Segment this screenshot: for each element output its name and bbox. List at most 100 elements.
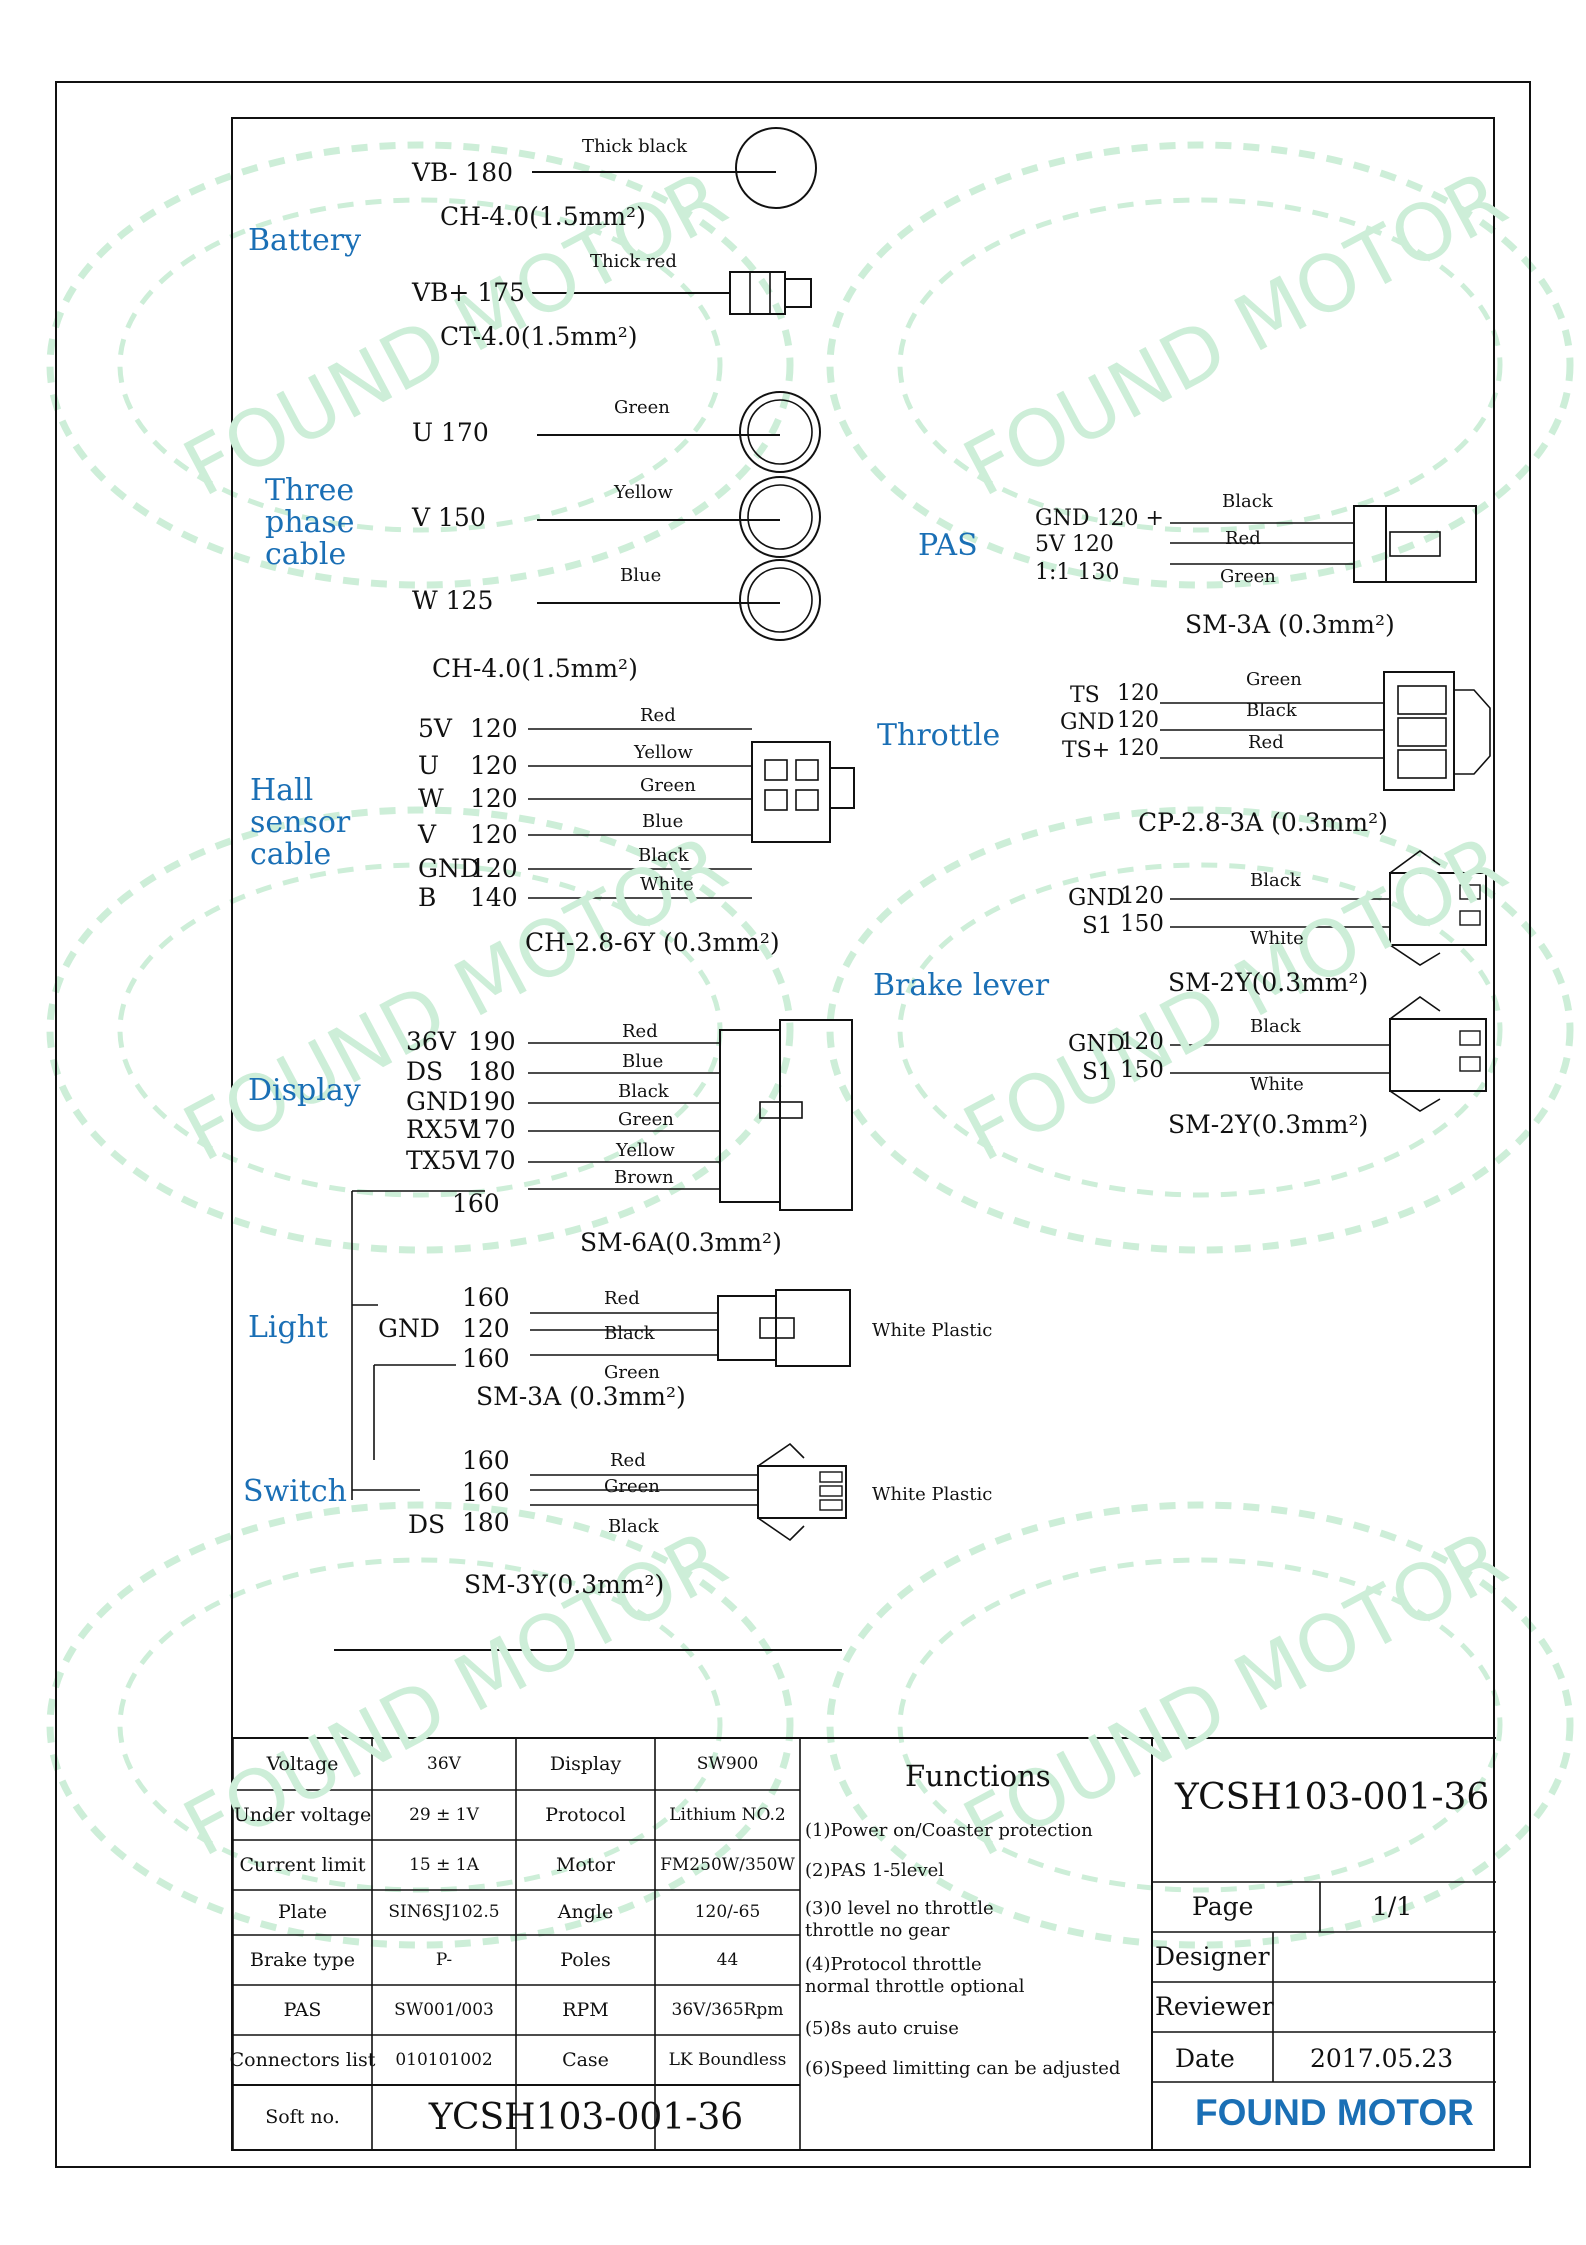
brake-connector-clip bbox=[1389, 996, 1441, 1020]
display-wire-name: DS bbox=[406, 1057, 444, 1086]
throttle-wire-color: Green bbox=[1246, 669, 1302, 690]
phase-u-ring bbox=[739, 391, 821, 473]
watermark-ring bbox=[826, 1501, 1574, 1949]
spec-table-cell: FM250W/350W bbox=[660, 1854, 795, 1875]
hall-wire-color: Blue bbox=[642, 811, 684, 832]
spec-table-cell: Connectors list bbox=[229, 2048, 376, 2071]
spec-table-cell: Poles bbox=[560, 1948, 611, 1971]
company-logo: FOUND MOTOR bbox=[1195, 2092, 1474, 2133]
display-wire-color: Blue bbox=[622, 1051, 664, 1072]
watermark-ring bbox=[826, 806, 1574, 1254]
page-label: Page bbox=[1192, 1892, 1254, 1921]
hall-wire-name: B bbox=[418, 883, 437, 912]
battery-pos-plug bbox=[784, 278, 812, 308]
spec-table-cell: 29 ± 1V bbox=[409, 1804, 479, 1825]
light-connector-body bbox=[775, 1289, 851, 1367]
display-wire-length: 190 bbox=[468, 1027, 516, 1056]
pas-connector-body bbox=[1385, 505, 1477, 583]
pas-connector bbox=[1353, 505, 1387, 583]
throttle-wire-name: GND bbox=[1060, 710, 1115, 735]
soft-no-value: YCSH103-001-36 bbox=[428, 2096, 744, 2138]
hall-pin bbox=[764, 759, 788, 781]
inner-border bbox=[231, 117, 1495, 2151]
display-wire-length: 190 bbox=[468, 1087, 516, 1116]
switch-spec: SM-3Y(0.3mm²) bbox=[464, 1570, 665, 1599]
watermark-ring bbox=[117, 197, 723, 533]
watermark-ring bbox=[897, 1557, 1503, 1893]
display-wire-length: 170 bbox=[468, 1146, 516, 1175]
light-wire-color: Red bbox=[604, 1288, 640, 1309]
throttle-pin bbox=[1397, 749, 1447, 779]
throttle-wire-length: 120 bbox=[1117, 708, 1159, 733]
battery-pos-label: VB+ 175 bbox=[412, 278, 526, 307]
watermark-ring bbox=[46, 141, 794, 589]
brake-wire-name: S1 bbox=[1082, 1059, 1113, 1085]
hall-wire-length: 120 bbox=[470, 820, 518, 849]
hall-wire-color: Red bbox=[640, 705, 676, 726]
spec-table-cell: 15 ± 1A bbox=[409, 1854, 479, 1875]
display-wire-color: Yellow bbox=[616, 1140, 675, 1161]
functions-title: Functions bbox=[905, 1759, 1051, 1793]
spec-table-cell: P- bbox=[435, 1949, 453, 1970]
switch-wire-color: Green bbox=[604, 1476, 660, 1497]
date-value: 2017.05.23 bbox=[1310, 2044, 1454, 2073]
brake-wire-length: 120 bbox=[1120, 1029, 1164, 1055]
display-connector bbox=[719, 1029, 781, 1203]
page-value: 1/1 bbox=[1372, 1892, 1413, 1921]
pas-wire-color: Red bbox=[1225, 528, 1261, 549]
brake-wire-color: White bbox=[1250, 1074, 1304, 1095]
spec-table-cell: Plate bbox=[277, 1901, 328, 1924]
spec-table-cell: Under voltage bbox=[233, 1803, 372, 1826]
display-wire-color: Black bbox=[618, 1081, 669, 1102]
watermark-ring bbox=[46, 1501, 794, 1949]
hall-wire-length: 120 bbox=[470, 751, 518, 780]
light-connector bbox=[717, 1295, 777, 1361]
display-wire-color: Red bbox=[622, 1021, 658, 1042]
outer-border bbox=[55, 81, 1531, 2168]
spec-table-cell: Lithium NO.2 bbox=[669, 1804, 786, 1825]
battery-title: Battery bbox=[248, 223, 362, 258]
functions-item: (3)0 level no throttle throttle no gear bbox=[805, 1898, 994, 1941]
display-wire-length: 160 bbox=[452, 1189, 500, 1218]
hall-wire-name: V bbox=[418, 820, 437, 849]
functions-item: (1)Power on/Coaster protection bbox=[805, 1820, 1093, 1841]
hall-wire-name: U bbox=[418, 751, 440, 780]
pas-title: PAS bbox=[918, 528, 978, 563]
hall-wire-color: Black bbox=[638, 845, 689, 866]
light-spec: SM-3A (0.3mm²) bbox=[476, 1382, 686, 1411]
display-connector-body bbox=[779, 1019, 853, 1211]
spec-table-cell: Voltage bbox=[266, 1752, 339, 1775]
throttle-wire-length: 120 bbox=[1117, 736, 1159, 761]
light-wire-length: 120 bbox=[462, 1314, 510, 1343]
display-title: Display bbox=[248, 1073, 361, 1108]
light-note: White Plastic bbox=[872, 1320, 993, 1341]
drawing-code: YCSH103-001-36 bbox=[1175, 1777, 1490, 1818]
spec-table-cell: Brake type bbox=[250, 1948, 355, 1971]
phase-w-label: W 125 bbox=[412, 586, 494, 615]
phase-v-label: V 150 bbox=[412, 503, 486, 532]
display-wire-name: RX5V bbox=[406, 1115, 477, 1144]
battery-neg-ring bbox=[735, 127, 817, 209]
spec-table-cell: Motor bbox=[555, 1853, 616, 1876]
light-wire-length: 160 bbox=[462, 1344, 510, 1373]
switch-title: Switch bbox=[243, 1474, 348, 1509]
brake-wire-length: 120 bbox=[1120, 883, 1164, 909]
brake-wire-color: Black bbox=[1250, 1016, 1301, 1037]
spec-table-cell: 010101002 bbox=[395, 2049, 493, 2070]
spec-table-cell: Protocol bbox=[545, 1803, 626, 1826]
phase-v-ring-inner bbox=[747, 484, 813, 550]
throttle-wire-length: 120 bbox=[1117, 681, 1159, 706]
battery-neg-spec: CH-4.0(1.5mm²) bbox=[440, 202, 646, 231]
spec-table-cell: Display bbox=[549, 1752, 622, 1775]
switch-ds-label: DS bbox=[408, 1510, 446, 1539]
throttle-pin bbox=[1397, 717, 1447, 747]
hall-wire-color: Green bbox=[640, 775, 696, 796]
throttle-wire-color: Black bbox=[1246, 700, 1297, 721]
watermark-ring bbox=[897, 197, 1503, 533]
brake-connector-clip bbox=[1389, 850, 1441, 874]
hall-connector-latch bbox=[829, 767, 855, 809]
three-phase-spec: CH-4.0(1.5mm²) bbox=[432, 654, 638, 683]
